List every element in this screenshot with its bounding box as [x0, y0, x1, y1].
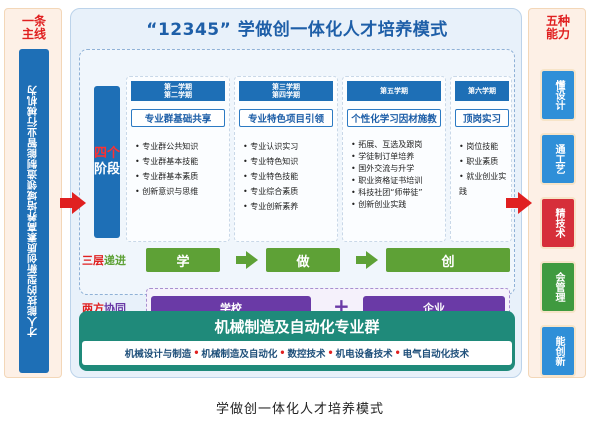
stage-label-top: 四个 [94, 146, 121, 161]
major-item: 机械制造及自动化 [201, 349, 278, 360]
semester-item: 专业特色技能 [243, 169, 335, 184]
major-item: 电气自动化技术 [402, 349, 470, 360]
semester-item: 岗位技能 [459, 139, 511, 154]
semester-item: 专业特色知识 [243, 154, 335, 169]
main-line-text: 才人能技的型新创质素高养培域领造制能智业行械机为 [19, 49, 49, 373]
semester-item: 专业群基本素质 [135, 169, 227, 184]
semester-panel: 第三学期第四学期专业特色项目引领专业认识实习专业特色知识专业特色技能专业综合素质… [234, 76, 338, 242]
separator-dot-icon: • [327, 347, 334, 359]
figure-caption: 学做创一体化人才培养模式 [215, 402, 384, 417]
semester-panel: 第五学期个性化学习因材施教拓展、互选及跟岗学徒制订单培养国外交流与升学职业资格证… [342, 76, 446, 242]
abilities-title: 五种 能力 [531, 15, 585, 41]
semester-theme: 个性化学习因材施教 [347, 109, 441, 127]
separator-dot-icon: • [394, 347, 401, 359]
main-line-title-2: 主线 [21, 27, 46, 41]
semester-item: 专业认识实习 [243, 139, 335, 154]
semester-header-line: 第三学期 [272, 83, 300, 91]
semester-item: 创新创业实践 [351, 199, 443, 211]
abilities-panel: 五种 能力 懂设计通工艺精技术会管理能创新 [528, 8, 586, 378]
semester-header-line: 第一学期 [164, 83, 192, 91]
semester-item: 专业综合素质 [243, 184, 335, 199]
major-group-title: 机械制造及自动化专业群 [214, 318, 380, 336]
semester-items: 专业认识实习专业特色知识专业特色技能专业综合素质专业创新素养 [243, 139, 335, 214]
semester-item: 科技社团“师带徒” [351, 187, 443, 199]
semester-header: 第五学期 [347, 81, 441, 101]
semester-items: 专业群公共知识专业群基本技能专业群基本素质创新意识与思维 [135, 139, 227, 199]
semester-item: 国外交流与升学 [351, 163, 443, 175]
semester-item: 专业群公共知识 [135, 139, 227, 154]
step-learn: 学 [146, 248, 220, 272]
semester-theme: 专业特色项目引领 [239, 109, 333, 127]
major-item: 机械设计与制造 [124, 349, 192, 360]
major-list: 机械设计与制造•机械制造及自动化•数控技术•机电设备技术•电气自动化技术 [82, 341, 512, 365]
major-item: 机电设备技术 [335, 349, 393, 360]
main-line-title: 一条 主线 [9, 15, 59, 41]
stage-label-bottom: 阶段 [94, 162, 121, 177]
semester-header: 第一学期第二学期 [131, 81, 225, 101]
semester-item: 创新意识与思维 [135, 184, 227, 199]
semester-theme: 专业群基础共享 [131, 109, 225, 127]
separator-dot-icon: • [193, 347, 200, 359]
semester-theme: 顶岗实习 [455, 109, 509, 127]
three-layer-label-green: 递进 [104, 254, 126, 267]
arrow-right-icon [60, 192, 86, 214]
step-do: 做 [266, 248, 340, 272]
arrow-right-icon [236, 251, 258, 269]
semester-header: 第三学期第四学期 [239, 81, 333, 101]
semester-item: 专业创新素养 [243, 199, 335, 214]
stage-label: 四个 阶段 [94, 86, 120, 238]
semester-item: 就业创业实践 [459, 169, 511, 199]
abilities-title-2: 能力 [545, 27, 570, 41]
ability-item: 通工艺 [540, 133, 576, 185]
arrow-right-icon [506, 192, 532, 214]
three-layer-label-red: 三层 [82, 254, 104, 267]
semester-item: 职业素质 [459, 154, 511, 169]
semester-header-line: 第二学期 [164, 91, 192, 99]
semester-item: 学徒制订单培养 [351, 151, 443, 163]
ability-item: 能创新 [540, 325, 576, 377]
ability-item: 会管理 [540, 261, 576, 313]
semester-header-line: 第五学期 [380, 87, 408, 95]
semester-header-line: 第六学期 [468, 87, 496, 95]
semester-items: 岗位技能职业素质就业创业实践 [459, 139, 511, 199]
ability-item: 精技术 [540, 197, 576, 249]
semester-panel: 第一学期第二学期专业群基础共享专业群公共知识专业群基本技能专业群基本素质创新意识… [126, 76, 230, 242]
stages-area: 四个 阶段 第一学期第二学期专业群基础共享专业群公共知识专业群基本技能专业群基本… [79, 49, 515, 326]
main-title: “12345” 学做创一体化人才培养模式 [146, 20, 448, 40]
major-group-panel: 机械制造及自动化专业群 机械设计与制造•机械制造及自动化•数控技术•机电设备技术… [79, 311, 515, 371]
semester-item: 专业群基本技能 [135, 154, 227, 169]
semester-items: 拓展、互选及跟岗学徒制订单培养国外交流与升学职业资格证书培训科技社团“师带徒”创… [351, 139, 443, 211]
semester-header-line: 第四学期 [272, 91, 300, 99]
semester-item: 职业资格证书培训 [351, 175, 443, 187]
semester-panel: 第六学期顶岗实习岗位技能职业素质就业创业实践 [450, 76, 512, 242]
main-line-title-1: 一条 [21, 14, 46, 28]
ability-item: 懂设计 [540, 69, 576, 121]
main-line-panel: 一条 主线 才人能技的型新创质素高养培域领造制能智业行械机为 [4, 8, 62, 378]
abilities-title-1: 五种 [545, 14, 570, 28]
semester-header: 第六学期 [455, 81, 509, 101]
model-frame: “12345” 学做创一体化人才培养模式 四个 阶段 第一学期第二学期专业群基础… [70, 8, 522, 378]
arrow-right-icon [356, 251, 378, 269]
semester-item: 拓展、互选及跟岗 [351, 139, 443, 151]
step-create: 创 [386, 248, 510, 272]
major-item: 数控技术 [287, 349, 326, 360]
separator-dot-icon: • [279, 347, 286, 359]
three-layer-label: 三层递进 [82, 252, 126, 268]
